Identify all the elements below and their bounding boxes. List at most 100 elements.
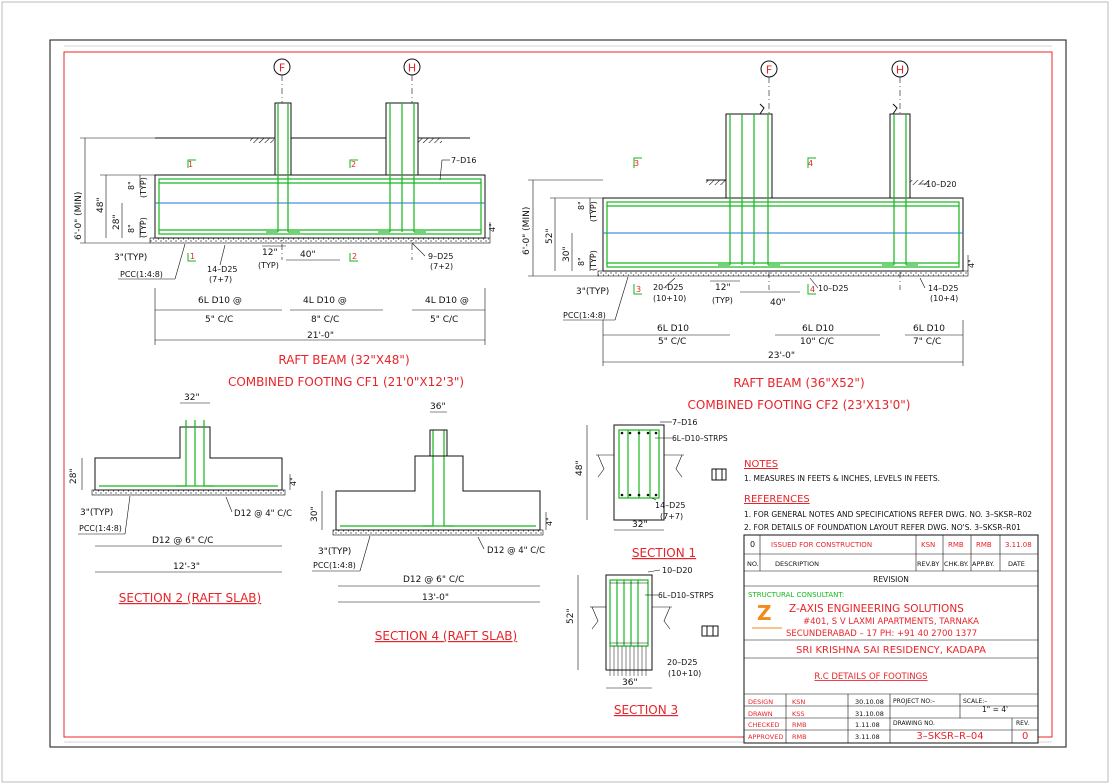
rev-row-desc: ISSUED FOR CONSTRUCTION — [771, 541, 872, 549]
cf2-dim-52: 52" — [545, 228, 555, 244]
sec3-dim-52: 52" — [566, 608, 576, 624]
cf2-pcc-3: 3"(TYP) — [576, 287, 609, 297]
rev-row-no: 0 — [750, 540, 755, 549]
cf2-dim-8-top: 8" — [577, 201, 586, 210]
signoff-drawn-label: DRAWN — [748, 710, 773, 718]
signoff-design-by: KSN — [792, 698, 805, 706]
sec4-dim-30: 30" — [310, 506, 320, 522]
cf2-bar-c: 14–D25 — [928, 284, 959, 293]
signoff-design-label: DESIGN — [748, 698, 773, 706]
cf2-bar-c-2: (10+4) — [930, 294, 958, 303]
notes-heading: NOTES — [744, 459, 778, 470]
consultant-name: Z-AXIS ENGINEERING SOLUTIONS — [789, 603, 964, 615]
sec2-pcc-3: 3"(TYP) — [80, 508, 113, 518]
scale-label: SCALE:– — [963, 698, 987, 705]
consultant-address-2: SECUNDERABAD – 17 PH: +91 40 2700 1377 — [786, 629, 977, 639]
sec3-dim-36: 36" — [622, 678, 638, 688]
cf1-length: 21'-0" — [307, 331, 334, 341]
cf2-stirrup-right-1: 6L D10 — [913, 324, 945, 334]
references-item-1: 1. FOR GENERAL NOTES AND SPECIFICATIONS … — [744, 510, 1032, 519]
references-item-2: 2. FOR DETAILS OF FOUNDATION LAYOUT REFE… — [744, 523, 1021, 532]
signoff-drawn-date: 31.10.08 — [855, 710, 884, 718]
signoff-approved-by: RMB — [792, 733, 807, 741]
signoff-approved-date: 3.11.08 — [855, 733, 880, 741]
cf2-bar-a-2: (10+10) — [653, 294, 686, 303]
revision-label: REVISION — [873, 575, 909, 584]
cf1-stirrup-right-2: 5" C/C — [430, 315, 458, 325]
consultant-logo: Z — [752, 600, 782, 629]
cf1-bar-bot-left: 14–D25 — [207, 265, 238, 274]
cf2-title-2: COMBINED FOOTING CF2 (23'X13'0") — [688, 398, 911, 412]
sec1-stirrup: 6L–D10–STRPS — [672, 434, 728, 443]
cf2-dim-30: 30" — [562, 246, 572, 262]
sec4-title: SECTION 4 (RAFT SLAB) — [375, 629, 517, 643]
sec4-pcc-3: 3"(TYP) — [318, 547, 351, 557]
cf2-stirrup-left-1: 6L D10 — [657, 324, 689, 334]
rev-label: REV. — [1016, 720, 1029, 727]
cf1-pcc-3: 3"(TYP) — [114, 253, 147, 263]
sec4-bar: D12 @ 4" C/C — [487, 546, 545, 556]
section-2-raft-slab: 32" 28" 4" 3"(TYP) PCC(1:4:8) D12 @ 4" C… — [69, 393, 298, 605]
signoff-drawn-by: KSS — [792, 710, 805, 718]
sec2-bar: D12 @ 4" C/C — [234, 509, 292, 519]
cf2-section-marker-3-bot: 3 — [636, 285, 641, 294]
cf1-stirrup-right-1: 4L D10 @ — [425, 296, 469, 306]
cf1-raft-beam-elevation: F H 1 1 — [74, 58, 497, 389]
cf2-dim-12: 12" — [715, 283, 731, 293]
sec3-bar-bot-2: (10+10) — [668, 669, 701, 678]
rev-value: 0 — [1022, 731, 1028, 742]
drawing-no: 3–SKSR–R–04 — [916, 731, 983, 742]
title-block: 0 ISSUED FOR CONSTRUCTION KSN RMB RMB 3.… — [743, 534, 1039, 744]
cf1-stirrup-left-1: 6L D10 @ — [198, 296, 242, 306]
section-4-raft-slab: 36" 30" 4" 3"(TYP) PCC(1:4:8) D12 @ 4" C… — [310, 402, 554, 643]
signoff-checked-by: RMB — [792, 721, 807, 729]
section-3: 10–D20 6L–D10–STRPS 52" 20–D25 (10+10) 3… — [566, 566, 719, 717]
section-1: 7–D16 6L–D10–STRPS 48" 14–D25 (7+7) 32" … — [575, 418, 728, 560]
scale-value: 1" = 4' — [982, 705, 1008, 714]
sec2-bot-1: D12 @ 6" C/C — [152, 536, 213, 546]
cf1-dim-4: 4" — [488, 223, 497, 232]
signoff-checked-label: CHECKED — [748, 721, 779, 729]
cf2-typ-12: (TYP) — [712, 296, 733, 305]
rev-header-date: DATE — [1008, 560, 1025, 568]
cf2-title-1: RAFT BEAM (36"X52") — [733, 376, 864, 390]
grid-label-h-left: H — [408, 62, 416, 75]
notes-block: NOTES 1. MEASURES IN FEETS & INCHES, LEV… — [744, 459, 1032, 532]
cf1-bar-bot-right: 9–D25 — [428, 252, 453, 261]
cf2-typ-bot: (TYP) — [589, 250, 598, 271]
rev-header-rev-by: REV.BY — [917, 560, 939, 568]
cf1-dim-8-bot: 8" — [127, 224, 136, 233]
references-heading: REFERENCES — [744, 494, 810, 505]
sec1-bar-top: 7–D16 — [672, 418, 697, 427]
rev-row-date: 3.11.08 — [1005, 541, 1032, 549]
cf2-stirrup-right-2: 7" C/C — [913, 337, 941, 347]
signoff-approved-label: APPROVED — [748, 733, 783, 741]
cf2-bar-a: 20–D25 — [653, 283, 684, 292]
cf1-typ-bot: (TYP) — [139, 217, 148, 238]
signoff-checked-date: 1.11.08 — [855, 721, 880, 729]
sec1-bar-bot: 14–D25 — [655, 501, 686, 510]
cf1-stirrup-mid-2: 8" C/C — [311, 315, 339, 325]
cf2-dim-8-bot: 8" — [577, 257, 586, 266]
sec4-dim-4: 4" — [545, 517, 554, 526]
cf1-stirrup-left-2: 5" C/C — [205, 315, 233, 325]
sec1-bar-bot-2: (7+7) — [660, 512, 683, 521]
cf2-section-marker-3-top: 3 — [634, 159, 639, 168]
cf1-bar-bot-left-2: (7+7) — [209, 275, 232, 284]
sec3-title: SECTION 3 — [614, 703, 678, 717]
sec1-dim-48: 48" — [575, 460, 585, 476]
rev-header-no: NO. — [747, 560, 759, 568]
sec3-bar-bot: 20–D25 — [667, 658, 698, 667]
sec2-title: SECTION 2 (RAFT SLAB) — [119, 591, 261, 605]
sec4-bot-2: 13'-0" — [422, 593, 449, 603]
cf1-dim-8-top: 8" — [127, 181, 136, 190]
cf1-section-marker-2-bot: 2 — [352, 252, 357, 261]
signoff-design-date: 30.10.08 — [855, 698, 884, 706]
consultant-logo-letter: Z — [757, 601, 772, 625]
sec3-bar-top: 10–D20 — [662, 566, 693, 575]
cf1-bar-top: 7–D16 — [451, 156, 476, 165]
grid-label-f-left: F — [279, 62, 285, 75]
rev-header-desc: DESCRIPTION — [775, 560, 819, 568]
